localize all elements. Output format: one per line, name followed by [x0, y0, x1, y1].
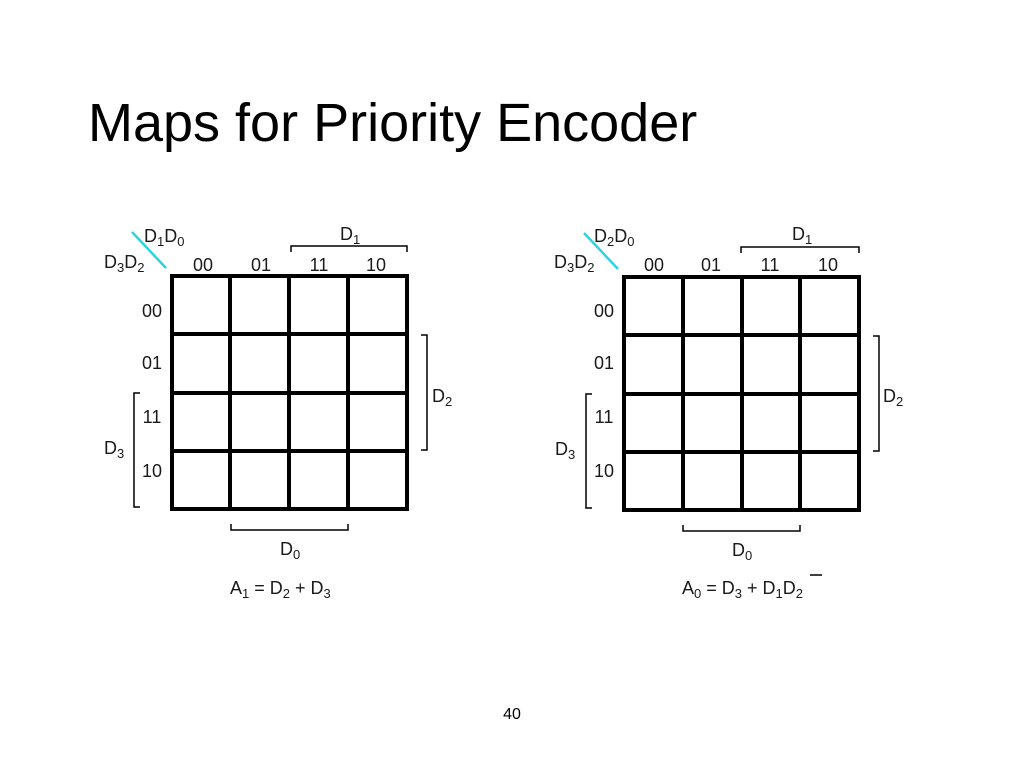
top-var-label: D1: [792, 224, 812, 247]
row-code: 10: [594, 461, 614, 481]
kmap-grid: [622, 275, 861, 512]
corner-top-label: D1D0: [144, 226, 184, 249]
corner-left-label: D3D2: [104, 252, 144, 275]
col-code: 11: [761, 255, 780, 275]
slide-title: Maps for Priority Encoder: [88, 93, 698, 153]
page-number: 40: [503, 706, 521, 723]
bottom-var-label: D0: [732, 540, 752, 563]
top-var-label: D1: [340, 224, 360, 247]
bottom-var-bracket: [230, 524, 349, 531]
left-var-bracket: [585, 393, 592, 509]
row-code: 00: [142, 301, 162, 321]
col-code: 10: [366, 255, 386, 275]
col-code: 01: [251, 255, 271, 275]
row-code: 11: [143, 407, 162, 427]
row-code: 11: [595, 407, 614, 427]
kmap-a0: D2D0 D3D2 00 01 11 10 00 01 11 10 D1 D2 …: [554, 224, 903, 601]
row-code: 01: [142, 353, 162, 373]
col-code: 00: [193, 255, 213, 275]
equation-a0: A0=D3+D1D2: [682, 578, 803, 601]
left-var-bracket: [133, 392, 140, 508]
right-var-label: D2: [883, 386, 903, 409]
corner-diagonal: [131, 231, 167, 269]
right-var-bracket: [421, 334, 428, 451]
right-var-label: D2: [432, 386, 452, 409]
row-code: 00: [594, 301, 614, 321]
kmap-a1: D1D0 D3D2 00 01 11 10 00 01 11 10 D1 D2 …: [104, 224, 452, 601]
corner-left-label: D3D2: [554, 252, 594, 275]
col-code: 11: [310, 255, 329, 275]
bottom-var-bracket: [682, 525, 801, 532]
col-code: 01: [701, 255, 721, 275]
top-var-bracket: [740, 246, 860, 253]
bottom-var-label: D0: [280, 539, 300, 562]
left-var-label: D3: [104, 438, 124, 461]
left-var-label: D3: [555, 439, 575, 462]
corner-top-label: D2D0: [594, 226, 634, 249]
kmap-grid: [170, 274, 409, 511]
col-code: 10: [818, 255, 838, 275]
equation-a1: A1=D2+D3: [230, 578, 331, 601]
top-var-bracket: [290, 245, 408, 252]
row-code: 01: [594, 353, 614, 373]
col-code: 00: [644, 255, 664, 275]
right-var-bracket: [873, 335, 880, 452]
corner-diagonal: [583, 232, 619, 270]
row-code: 10: [142, 461, 162, 481]
